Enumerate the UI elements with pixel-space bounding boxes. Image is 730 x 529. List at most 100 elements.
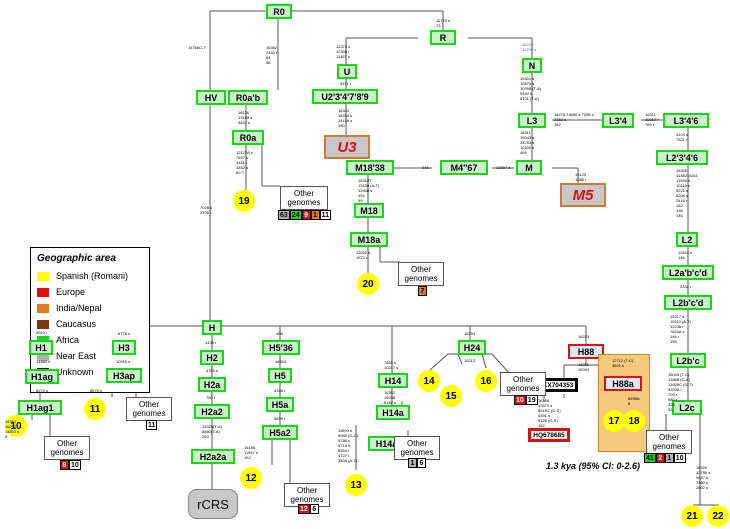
mut-m18a: 12062 s 1572 r (356, 250, 371, 260)
node-h2a2a[interactable]: H2a2a (191, 449, 235, 464)
node-h5a2[interactable]: H5a2 (262, 425, 298, 440)
sample-18[interactable]: 18 (623, 410, 645, 432)
other-genomes-label: Other genomes (132, 400, 166, 418)
count-chip: 41 (644, 453, 656, 463)
node-r0ab[interactable]: R0a'b (228, 90, 268, 105)
sample-12[interactable]: 12 (240, 467, 262, 489)
sample-19[interactable]: 19 (233, 190, 255, 212)
node-l3[interactable]: L3 (518, 113, 546, 128)
other-genomes-h24[interactable]: Other genomes (500, 372, 546, 396)
mut-r0-hv: 14766C-T (188, 45, 206, 50)
node-h2a[interactable]: H2a (198, 377, 226, 392)
mut-h2a2-h2a2a: 15326(T-A) 8860(T-A) 263 (202, 424, 223, 439)
mut-r-n: 16223 12705 s (522, 42, 537, 52)
mut-h14: 7645 s 10217 s (384, 360, 399, 370)
node-l2c[interactable]: L2c (672, 400, 702, 415)
sample-22[interactable]: 22 (707, 505, 729, 527)
node-h14[interactable]: H14 (378, 373, 408, 388)
mut-h1ag-h1ag1: 6272 s (36, 388, 49, 393)
node-l2346[interactable]: L2'3'4'6 (656, 150, 708, 165)
sample-17[interactable]: 17 (603, 410, 625, 432)
mut-h88a-s: 8635A 8 (628, 396, 640, 406)
node-r[interactable]: R (430, 30, 456, 45)
mut-h536-h5: 16304 (275, 359, 287, 364)
sample-14[interactable]: 14 (418, 370, 440, 392)
node-h5[interactable]: H5 (268, 368, 292, 383)
haplogroup-u3-box[interactable]: U3 (324, 135, 370, 159)
mut-h5-h5a: 4336 r (274, 388, 286, 393)
legend-label: Africa (56, 335, 80, 345)
node-u[interactable]: U (337, 64, 357, 79)
other-genomes-r0a[interactable]: Other genomes (280, 186, 328, 210)
node-h3[interactable]: H3 (112, 340, 136, 355)
other-genomes-m18a[interactable]: Other genomes (398, 262, 444, 286)
legend-item: Near East (37, 348, 143, 364)
node-l2bcd[interactable]: L2b'c'd (664, 295, 712, 310)
node-m[interactable]: M (516, 160, 542, 175)
mut-h88-b: 16311 16093 (578, 362, 590, 372)
other-genomes-label: Other genomes (290, 486, 324, 504)
other-genomes-h14a2[interactable]: Other genomes (394, 436, 440, 460)
mut-u-u2: 3971 r (340, 81, 352, 86)
sample-15[interactable]: 15 (440, 385, 462, 407)
node-l2abcd[interactable]: L2a'b'c'd (662, 265, 714, 280)
mut-h1-h1ag: 14869 s (36, 359, 51, 364)
sample-21[interactable]: 21 (681, 505, 703, 527)
other-genomes-h3ap[interactable]: Other genomes (126, 397, 172, 421)
mut-r0-u: 12372 s 12308 r 11467 s (336, 44, 351, 59)
other-genomes-l2c[interactable]: Other genomes (646, 430, 692, 454)
node-r0a[interactable]: R0a (232, 130, 264, 145)
mut-h2a-h2a2: 750 r (206, 395, 216, 400)
node-l34[interactable]: L3'4 (602, 113, 634, 128)
mut-h14a2: 11890 s 9966 (G-C) 9788 s 5716 s 5564 r … (338, 428, 359, 463)
haplogroup-m5-box[interactable]: M5 (560, 183, 606, 207)
count-chip: 8 (60, 460, 69, 470)
node-h5a[interactable]: H5a (266, 397, 294, 412)
node-h3ap[interactable]: H3ap (106, 368, 142, 383)
mut-hv-h: 7028 s 2706 r (200, 205, 213, 215)
node-h88[interactable]: H88 (568, 344, 604, 359)
node-l2[interactable]: L2 (676, 232, 698, 247)
node-h14a[interactable]: H14a (376, 405, 410, 420)
sample-11[interactable]: 11 (84, 398, 106, 420)
count-chip: 1 (408, 458, 417, 468)
node-r0[interactable]: R0 (266, 4, 292, 19)
other-genomes-h1ag1[interactable]: Other genomes (44, 436, 90, 460)
node-n[interactable]: N (522, 58, 542, 73)
sample-20[interactable]: 20 (357, 273, 379, 295)
node-m18a[interactable]: M18a (350, 232, 388, 247)
node-m467[interactable]: M4''67 (440, 160, 488, 175)
node-h24[interactable]: H24 (458, 340, 486, 355)
node-h1ag1[interactable]: H1ag1 (18, 400, 62, 415)
sample-10[interactable]: 10 (5, 415, 27, 437)
mut-h24-s: 16213 (464, 358, 476, 363)
mut-n-l3: 15301 s 10873 s 10398 (T-A) 9540 s 8701 … (520, 76, 542, 101)
node-h1ag[interactable]: H1ag (25, 369, 59, 384)
node-m18[interactable]: M18 (354, 203, 384, 218)
node-h[interactable]: H (202, 320, 222, 335)
node-l346[interactable]: L3'4'6 (663, 113, 709, 128)
node-h2[interactable]: H2 (200, 350, 224, 365)
mut-l2bcd-l2bc: 15217 s 15110 (A-T) 12236 r 7624A s 146 … (670, 314, 692, 344)
node-l2bc[interactable]: L2b'c (670, 353, 706, 368)
sample-16[interactable]: 16 (475, 370, 497, 392)
node-h536[interactable]: H5'36 (262, 340, 300, 355)
node-m1838[interactable]: M18'38 (346, 160, 394, 175)
mut-u2-u3: 16343 15454 s 14139 s 150 (338, 108, 353, 128)
node-h88a-top[interactable]: H88a (604, 376, 642, 391)
legend-item: India/Nepal (37, 300, 143, 316)
count-chip: 12 (298, 504, 310, 514)
node-u2[interactable]: U2'3'4'7'8'9 (312, 89, 378, 104)
mut-h2-h2a: 4769 s (206, 368, 219, 373)
node-hv[interactable]: HV (196, 90, 226, 105)
mut-l2abcd-l2bcd: 2332 r (680, 284, 692, 289)
sample-13[interactable]: 13 (345, 474, 367, 496)
node-h2a2[interactable]: H2a2 (194, 404, 230, 419)
mut-l3-l34: 16278 13650 s 7256 s 2352 s 182 (554, 112, 594, 127)
node-h1[interactable]: H1 (29, 340, 53, 355)
